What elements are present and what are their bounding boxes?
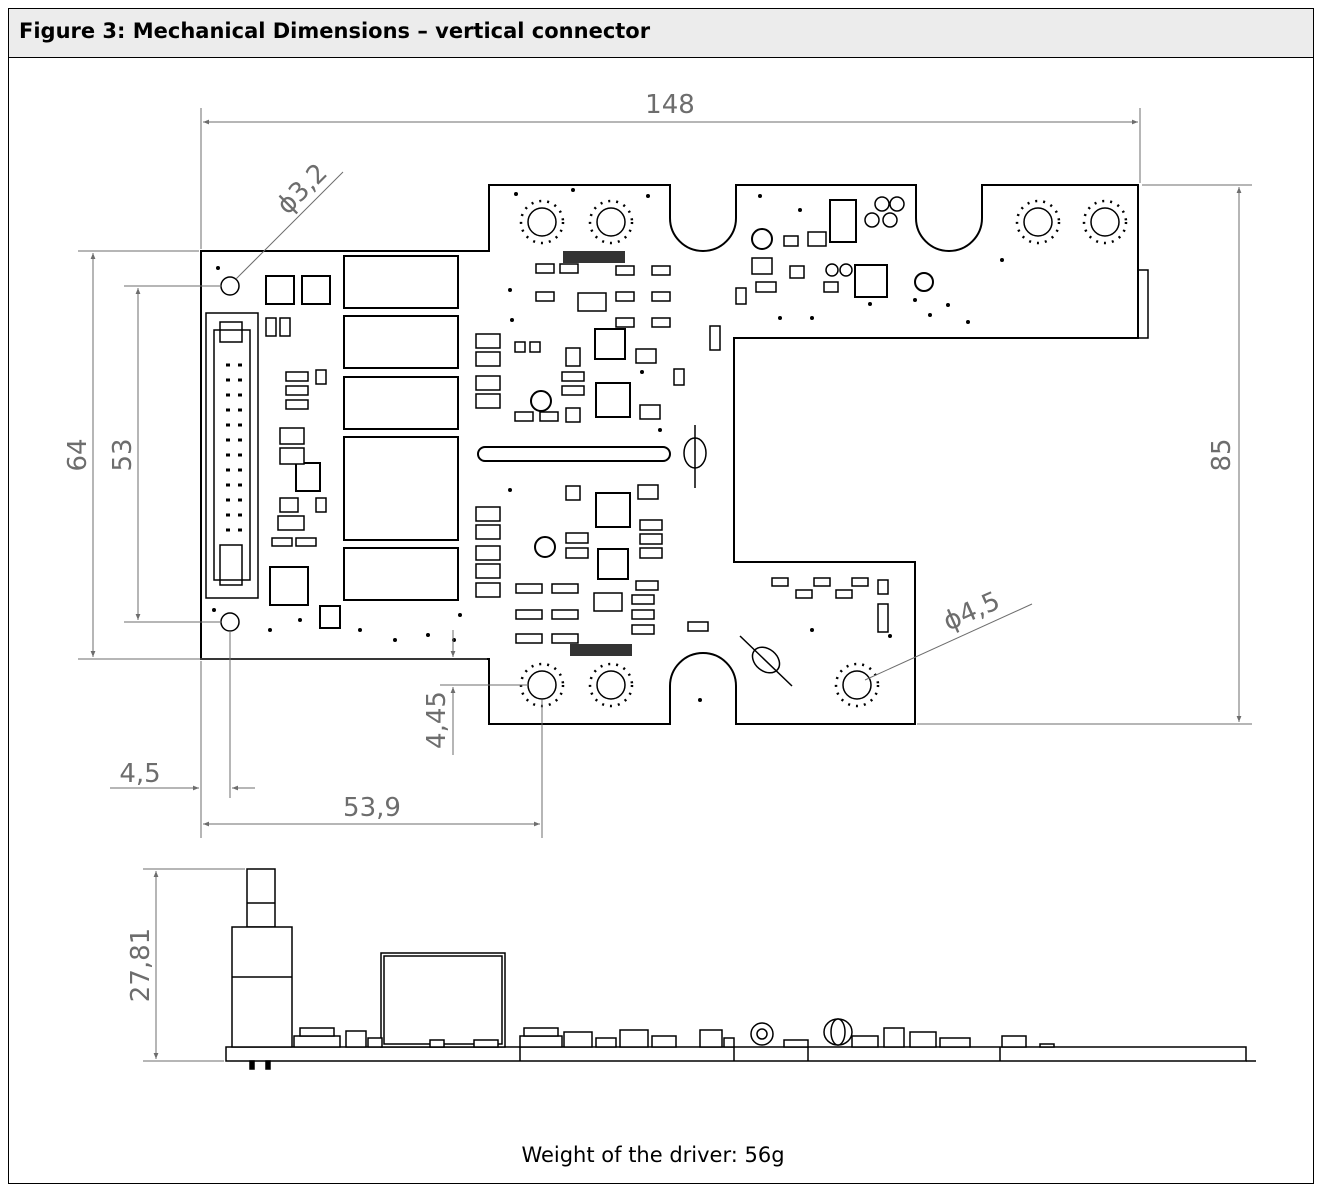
figure-title-bar: Figure 3: Mechanical Dimensions – vertic…	[9, 9, 1313, 58]
marking	[570, 644, 632, 656]
dim-height-right: 85	[1207, 438, 1237, 471]
pcb-side-view	[225, 868, 1256, 1070]
connector-body	[231, 926, 293, 1048]
weight-caption: Weight of the driver: 56g	[521, 1143, 785, 1167]
figure-title: Figure 3: Mechanical Dimensions – vertic…	[19, 19, 651, 43]
dimension-lines	[78, 108, 1252, 838]
ic-packages	[265, 199, 934, 629]
dim-height-left-inner: 53	[108, 438, 138, 471]
side-dimension	[143, 868, 245, 1062]
passive-components	[265, 231, 889, 644]
dim-side-height: 27,81	[126, 928, 156, 1002]
connector-top	[246, 868, 276, 928]
dim-width-total: 148	[645, 90, 695, 120]
pcb-top-view	[200, 184, 1149, 725]
marking	[563, 251, 625, 263]
side-board	[225, 1046, 1247, 1062]
dim-hole-small: ϕ3,2	[271, 158, 334, 221]
sensor-components	[683, 196, 905, 687]
vias	[212, 188, 1004, 702]
dim-hole-large: ϕ4,5	[939, 586, 1005, 637]
transformer-side	[380, 952, 506, 1048]
dim-height-left-outer: 64	[63, 438, 93, 471]
vertical-connector	[205, 312, 259, 599]
dim-offset-vertical: 4,45	[422, 691, 452, 749]
dim-offset-hole: 4,5	[119, 759, 160, 789]
large-components	[343, 255, 671, 601]
dim-offset-mount: 53,9	[343, 793, 401, 823]
